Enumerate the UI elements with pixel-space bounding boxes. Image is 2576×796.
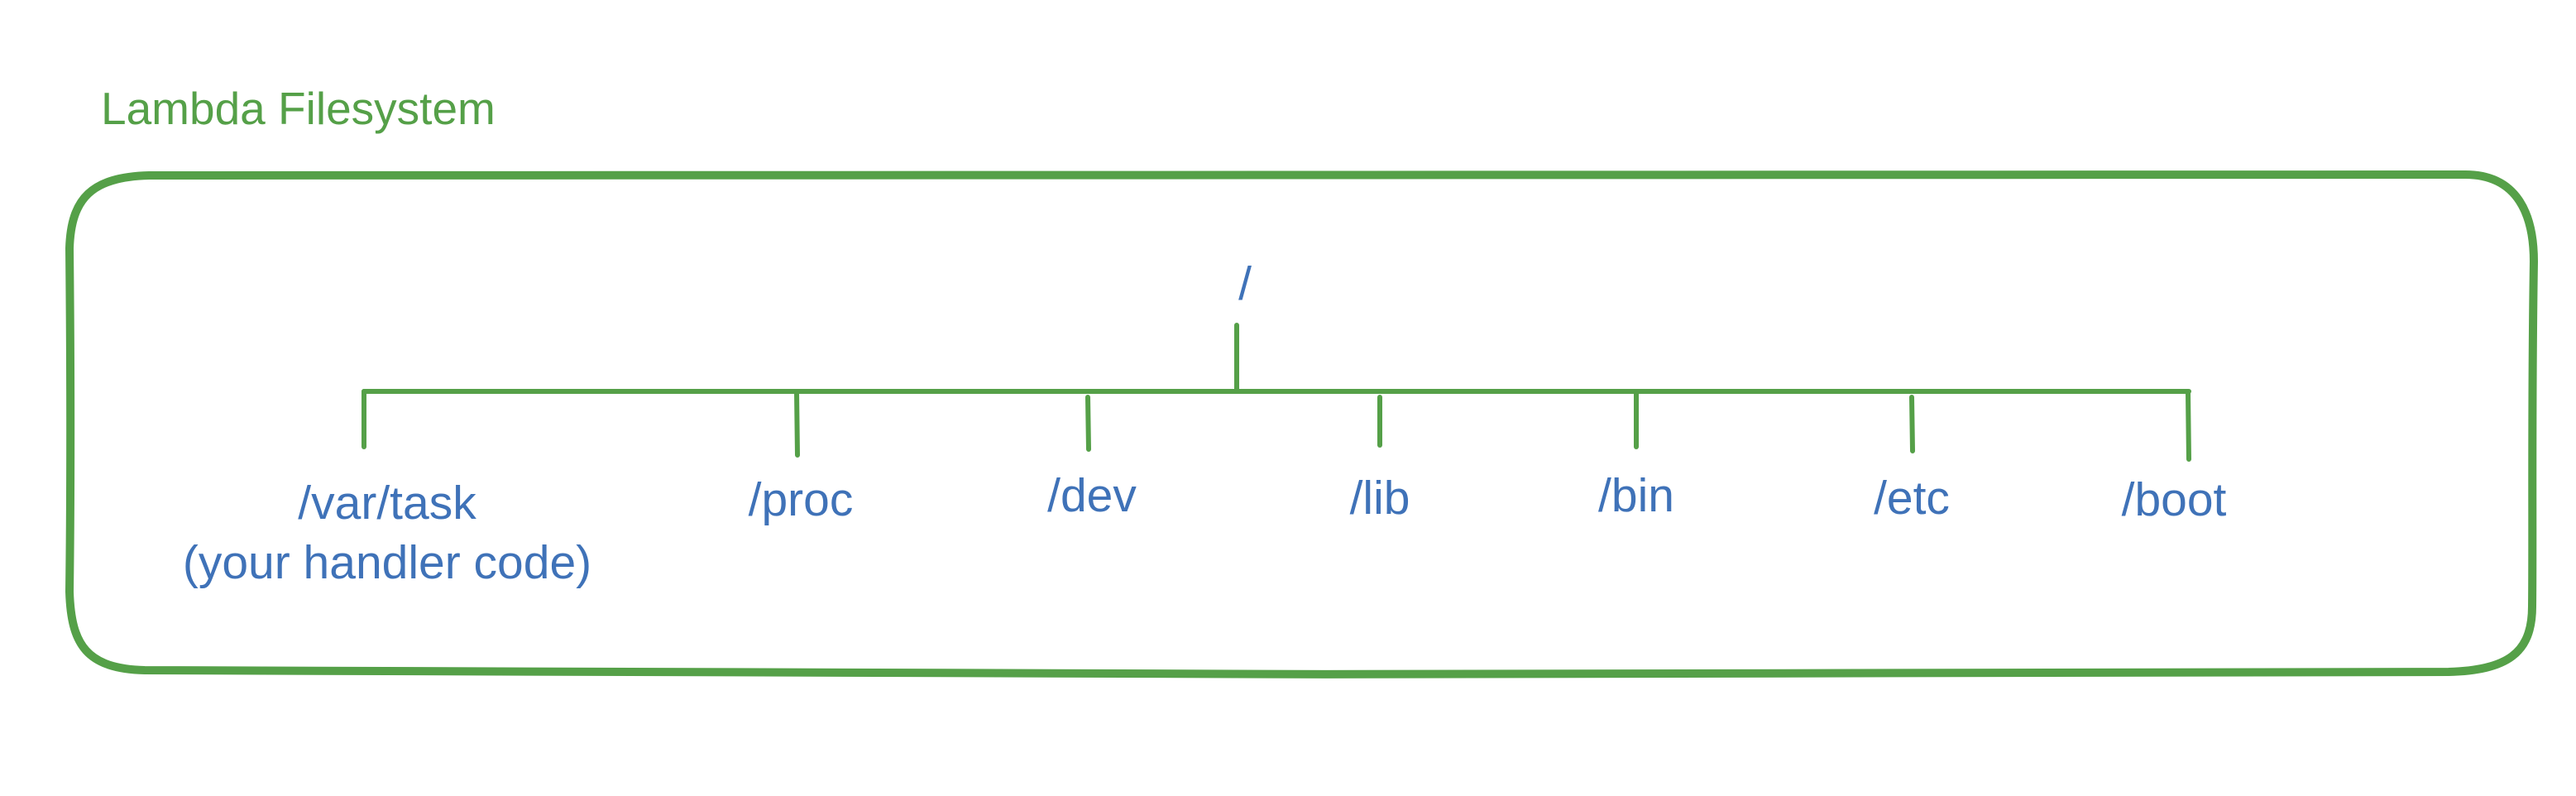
branch-etc	[1909, 395, 1915, 453]
branch-dev	[1085, 395, 1091, 452]
diagram-title: Lambda Filesystem	[101, 83, 496, 134]
node-bin: /bin	[1598, 469, 1674, 522]
node-boot: /boot	[2121, 473, 2227, 526]
node-etc: /etc	[1874, 472, 1950, 525]
node-dev: /dev	[1047, 469, 1137, 522]
node-var-task: /var/task (your handler code)	[183, 473, 591, 592]
root-node: /	[1238, 257, 1252, 310]
node-lib: /lib	[1349, 472, 1410, 525]
container-frame	[65, 170, 2538, 679]
node-proc: /proc	[748, 473, 854, 526]
branch-boot	[2186, 391, 2191, 462]
node-var-task-label: /var/task	[298, 477, 476, 530]
node-var-task-note: (your handler code)	[182, 536, 592, 589]
